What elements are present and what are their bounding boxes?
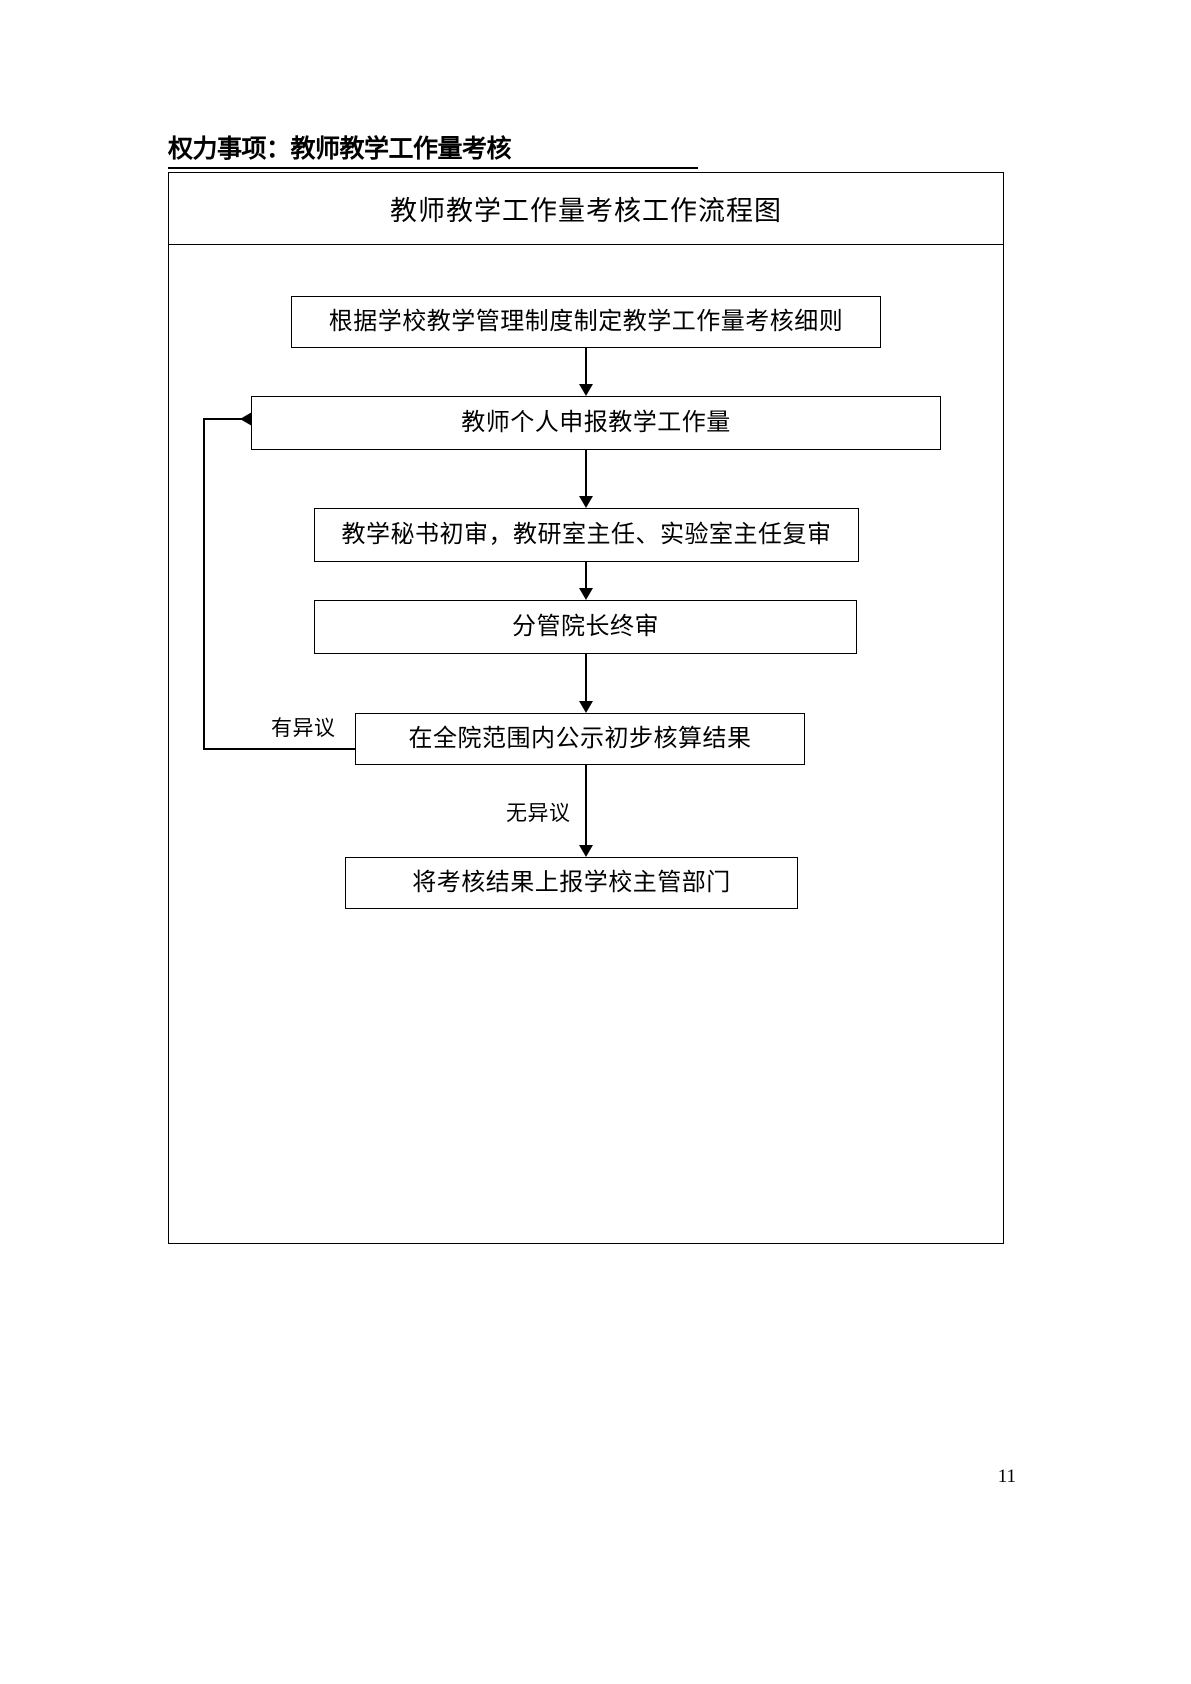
arrowhead-down-icon xyxy=(579,588,593,600)
page-number: 11 xyxy=(997,1466,1016,1487)
flow-node-define-rules: 根据学校教学管理制度制定教学工作量考核细则 xyxy=(291,296,881,348)
document-heading: 权力事项：教师教学工作量考核 xyxy=(168,134,698,169)
arrowhead-down-icon xyxy=(579,496,593,508)
arrowhead-down-icon xyxy=(579,701,593,713)
connector-node2-node3 xyxy=(585,450,587,497)
feedback-connector-horizontal-top xyxy=(203,418,250,420)
edge-label-no-objection: 无异议 xyxy=(504,797,573,827)
flow-node-publicize-result: 在全院范围内公示初步核算结果 xyxy=(355,713,805,765)
feedback-connector-horizontal-bottom xyxy=(203,748,356,750)
arrowhead-down-icon xyxy=(579,845,593,857)
connector-node1-node2 xyxy=(585,348,587,386)
flowchart-title-row: 教师教学工作量考核工作流程图 xyxy=(169,173,1003,245)
edge-label-objection: 有异议 xyxy=(269,712,338,742)
connector-node5-node6 xyxy=(585,765,587,846)
flow-node-report-to-school: 将考核结果上报学校主管部门 xyxy=(345,857,798,909)
feedback-connector-vertical xyxy=(203,418,205,750)
connector-node4-node5 xyxy=(585,654,587,702)
flow-node-teacher-declare: 教师个人申报教学工作量 xyxy=(251,396,941,450)
arrowhead-right-icon xyxy=(240,412,252,426)
flow-node-secretary-review: 教学秘书初审，教研室主任、实验室主任复审 xyxy=(314,508,859,562)
flowchart-title: 教师教学工作量考核工作流程图 xyxy=(390,196,782,227)
connector-node3-node4 xyxy=(585,562,587,589)
flow-node-dean-final-review: 分管院长终审 xyxy=(314,600,857,654)
arrowhead-down-icon xyxy=(579,384,593,396)
